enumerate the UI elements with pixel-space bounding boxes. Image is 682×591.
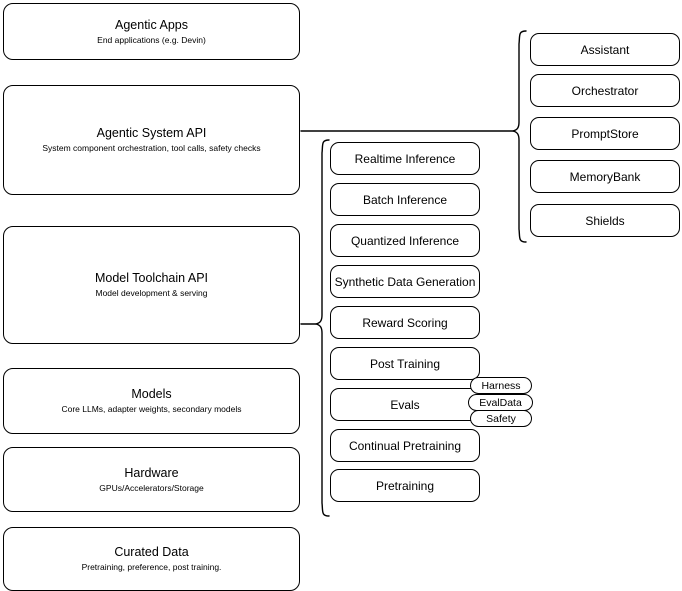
layer-subtitle: Pretraining, preference, post training. (81, 562, 222, 572)
system-chip-assistant[interactable]: Assistant (530, 33, 680, 66)
evals-tag-harness[interactable]: Harness (470, 377, 532, 394)
layer-title: Models (131, 387, 172, 401)
layer-agentic-apps[interactable]: Agentic Apps End applications (e.g. Devi… (3, 3, 300, 60)
toolchain-chip-synthetic-data-generation[interactable]: Synthetic Data Generation (330, 265, 480, 298)
system-chip-shields[interactable]: Shields (530, 204, 680, 237)
toolchain-chip-reward-scoring[interactable]: Reward Scoring (330, 306, 480, 339)
toolchain-chip-continual-pretraining[interactable]: Continual Pretraining (330, 429, 480, 462)
layer-title: Agentic Apps (115, 17, 188, 32)
layer-subtitle: System component orchestration, tool cal… (42, 143, 261, 153)
layer-subtitle: End applications (e.g. Devin) (97, 34, 206, 45)
layer-subtitle: GPUs/Accelerators/Storage (99, 482, 204, 493)
brace-toolchain-components (315, 139, 330, 517)
toolchain-chip-pretraining[interactable]: Pretraining (330, 469, 480, 502)
toolchain-chip-evals[interactable]: Evals (330, 388, 480, 421)
system-chip-promptstore[interactable]: PromptStore (530, 117, 680, 150)
toolchain-chip-post-training[interactable]: Post Training (330, 347, 480, 380)
layer-title: Agentic System API (96, 126, 207, 140)
layer-subtitle: Model development & serving (95, 288, 208, 298)
evals-tag-evaldata[interactable]: EvalData (468, 394, 533, 411)
layer-title: Hardware (124, 465, 179, 480)
evals-tag-safety[interactable]: Safety (470, 410, 532, 427)
layer-agentic-system-api[interactable]: Agentic System API System component orch… (3, 85, 300, 195)
layer-curated-data[interactable]: Curated Data Pretraining, preference, po… (3, 527, 300, 591)
brace-system-components (512, 30, 527, 243)
layer-hardware[interactable]: Hardware GPUs/Accelerators/Storage (3, 447, 300, 512)
layer-models[interactable]: Models Core LLMs, adapter weights, secon… (3, 368, 300, 434)
toolchain-chip-batch-inference[interactable]: Batch Inference (330, 183, 480, 216)
layer-model-toolchain-api[interactable]: Model Toolchain API Model development & … (3, 226, 300, 344)
system-chip-memorybank[interactable]: MemoryBank (530, 160, 680, 193)
layer-title: Model Toolchain API (94, 271, 209, 285)
toolchain-chip-quantized-inference[interactable]: Quantized Inference (330, 224, 480, 257)
layer-subtitle: Core LLMs, adapter weights, secondary mo… (61, 404, 242, 414)
layer-title: Curated Data (114, 545, 189, 559)
toolchain-chip-realtime-inference[interactable]: Realtime Inference (330, 142, 480, 175)
system-chip-orchestrator[interactable]: Orchestrator (530, 74, 680, 107)
